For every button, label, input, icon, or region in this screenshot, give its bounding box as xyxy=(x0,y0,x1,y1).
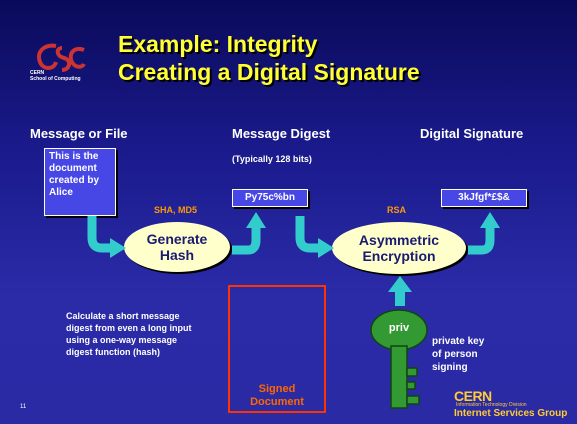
explanation-line4: digest function (hash) xyxy=(66,347,160,357)
arrow-head-icon xyxy=(480,212,500,228)
cern-school-logo: CERN School of Computing xyxy=(26,40,90,90)
arrow-head-icon xyxy=(246,212,266,228)
signed-document-box: Signed Document xyxy=(228,285,326,413)
arrow-head-icon xyxy=(318,238,334,258)
document-line1: This is the xyxy=(49,151,99,162)
header-message-or-file: Message or File xyxy=(30,126,128,141)
private-key-icon: priv xyxy=(366,308,432,418)
csc-logo-icon xyxy=(37,43,86,72)
curved-arrow-icon xyxy=(87,216,112,253)
arrow-head-icon xyxy=(110,238,126,258)
generate-hash-line1: Generate xyxy=(146,231,208,247)
slide-title: Example: Integrity Creating a Digital Si… xyxy=(118,30,420,86)
private-key-line2: of person xyxy=(432,349,478,360)
footer-group: Internet Services Group xyxy=(454,408,568,419)
generate-hash-line2: Hash xyxy=(159,247,195,263)
asymmetric-encryption-ellipse: Asymmetric Encryption xyxy=(332,222,466,274)
explanation-line1: Calculate a short message xyxy=(66,311,180,321)
private-key-text: private key of person signing xyxy=(432,335,484,374)
rsa-label: RSA xyxy=(387,205,407,215)
footer-cern: CERN xyxy=(454,388,492,404)
digest-value-box: Py75c%bn xyxy=(232,189,308,207)
title-line2: Creating a Digital Signature xyxy=(118,59,420,85)
key-arrow-shaft xyxy=(395,290,405,306)
explanation-text: Calculate a short message digest from ev… xyxy=(66,310,236,358)
logo-line1: CERN xyxy=(30,70,45,76)
explanation-line3: using a one-way message xyxy=(66,335,178,345)
signature-value-box: 3kJfgf*£$& xyxy=(441,189,527,207)
hash-algorithms-label: SHA, MD5 xyxy=(154,205,198,215)
curved-arrow-icon xyxy=(295,216,320,253)
asym-enc-line2: Encryption xyxy=(362,248,436,264)
curved-arrow-icon xyxy=(468,226,495,255)
signed-document-line1: Signed xyxy=(258,383,296,395)
footer-division: Information Technology Division xyxy=(456,402,527,408)
explanation-line2: digest from even a long input xyxy=(66,323,192,333)
header-digital-signature: Digital Signature xyxy=(420,126,524,141)
document-line3: created by xyxy=(49,175,100,186)
private-key-line3: signing xyxy=(432,362,468,373)
logo-line2: School of Computing xyxy=(30,76,81,82)
key-label: priv xyxy=(388,322,410,334)
generate-hash-ellipse: Generate Hash xyxy=(124,222,230,272)
document-line4: Alice xyxy=(49,187,73,198)
private-key-line1: private key xyxy=(432,336,485,347)
document-line2: document xyxy=(49,163,97,174)
asym-enc-line1: Asymmetric xyxy=(358,232,440,248)
document-box: This is the document created by Alice xyxy=(44,148,116,216)
footer-logo: CERN Information Technology Division Int… xyxy=(452,388,572,422)
digest-note: (Typically 128 bits) xyxy=(232,154,312,164)
title-line1: Example: Integrity xyxy=(118,31,318,57)
header-message-digest: Message Digest xyxy=(232,126,331,141)
page-number: 11 xyxy=(20,404,27,410)
signed-document-line2: Document xyxy=(250,396,304,408)
arrow-head-icon xyxy=(388,276,412,292)
curved-arrow-icon xyxy=(232,226,261,255)
